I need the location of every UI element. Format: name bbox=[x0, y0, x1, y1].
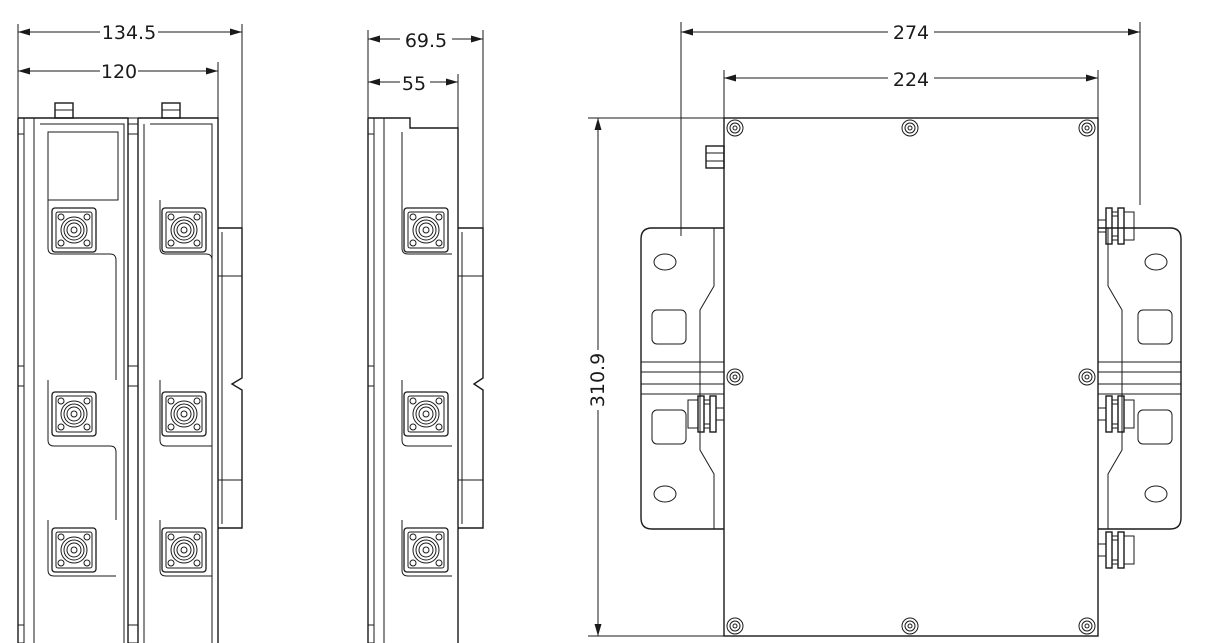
screw-icon bbox=[1078, 617, 1096, 635]
screw-icon bbox=[726, 119, 744, 137]
dimension-label-224: 224 bbox=[893, 69, 929, 91]
dimension-front-height: 310.9 bbox=[587, 117, 724, 637]
rf-connector-icon bbox=[51, 391, 97, 437]
dimension-end-overall-width: 69.5 bbox=[367, 30, 484, 228]
screw-icon bbox=[1078, 119, 1096, 137]
dimension-front-overall-width: 274 bbox=[680, 22, 1141, 236]
dimension-label-69-5: 69.5 bbox=[405, 30, 447, 52]
dimension-label-274: 274 bbox=[893, 22, 929, 44]
rf-connector-icon bbox=[161, 207, 207, 253]
rf-connector-icon bbox=[51, 527, 97, 573]
right-mounting-bracket bbox=[1098, 227, 1182, 530]
dimension-label-55: 55 bbox=[402, 73, 426, 95]
side-connector-icon bbox=[1097, 395, 1135, 433]
screw-icon bbox=[1078, 368, 1096, 386]
rf-connector-icon bbox=[161, 391, 207, 437]
rf-connector-icon bbox=[403, 391, 449, 437]
dimension-side-body-width: 120 bbox=[18, 61, 219, 128]
enclosure-body bbox=[723, 117, 1099, 637]
left-mounting-bracket bbox=[640, 227, 724, 530]
ground-stud-icon bbox=[705, 145, 725, 169]
screw-icon bbox=[901, 617, 919, 635]
screw-icon bbox=[726, 617, 744, 635]
dimension-side-overall-width: 134.5 bbox=[17, 22, 243, 228]
dimension-label-310-9: 310.9 bbox=[587, 353, 609, 407]
rf-connector-icon bbox=[51, 207, 97, 253]
dimension-end-body-width: 55 bbox=[368, 73, 459, 128]
side-connector-icon bbox=[687, 395, 725, 433]
dimension-label-120: 120 bbox=[101, 61, 137, 83]
rf-connector-icon bbox=[403, 527, 449, 573]
side-connector-icon bbox=[1097, 207, 1135, 245]
screw-icon bbox=[726, 368, 744, 386]
rf-connector-icon bbox=[403, 207, 449, 253]
rf-connector-icon bbox=[161, 527, 207, 573]
end-view: 69.5 55 bbox=[367, 30, 484, 643]
dimension-label-134-5: 134.5 bbox=[102, 22, 156, 44]
front-view: 274 224 310.9 bbox=[587, 22, 1182, 637]
side-connector-icon bbox=[1097, 531, 1135, 569]
side-view: 134.5 120 bbox=[17, 22, 243, 643]
screw-icon bbox=[901, 119, 919, 137]
